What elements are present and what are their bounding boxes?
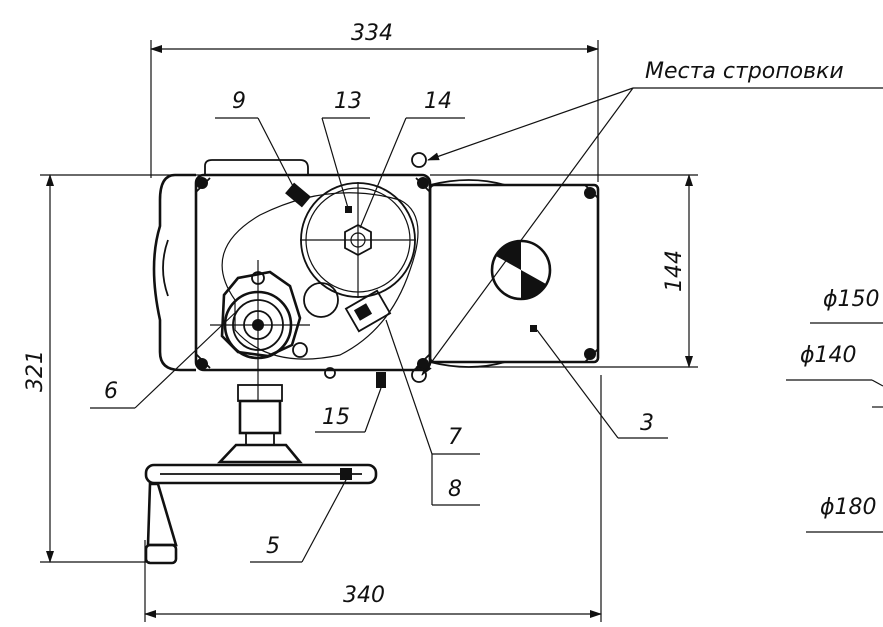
dimension-334: 334 [150,21,599,182]
callout-3: 3 [536,329,668,439]
callout-13: 13 [321,89,370,209]
diameter-180-label: ϕ180 [820,495,877,520]
slinging-points-callout: Места строповки [421,59,883,376]
label-5: 5 [266,534,280,559]
handwheel [144,384,378,565]
callout-7-8: 7 8 [385,319,480,506]
label-15: 15 [322,405,350,430]
callout-6: 6 [90,309,239,409]
slinging-points-label: Места строповки [645,59,844,84]
label-13: 13 [334,89,362,114]
dimension-144-label: 144 [662,250,687,292]
label-8: 8 [448,477,462,502]
label-3: 3 [640,411,654,436]
dimension-340-label: 340 [343,583,385,608]
gearbox-housing [152,159,432,372]
label-7: 7 [448,425,462,450]
diameter-140-label: ϕ140 [800,343,857,368]
callout-15: 15 [315,387,382,433]
output-shaft-assembly [210,260,310,400]
indicator-dial [300,182,416,318]
label-14: 14 [424,89,452,114]
dimension-340: 340 [144,375,602,622]
label-9: 9 [232,89,246,114]
diameter-150-label: ϕ150 [823,287,880,312]
callout-9: 9 [215,89,297,193]
dimension-321: 321 [23,174,210,563]
dimension-144: 144 [430,174,698,368]
dimension-334-label: 334 [351,21,393,46]
motor-block [411,152,600,383]
small-parts [285,182,392,388]
callout-14: 14 [359,89,465,229]
label-6: 6 [104,379,118,404]
dimension-321-label: 321 [23,350,48,392]
diameter-callouts: ϕ150 ϕ140 ϕ180 [786,287,883,533]
callout-5: 5 [250,477,348,563]
